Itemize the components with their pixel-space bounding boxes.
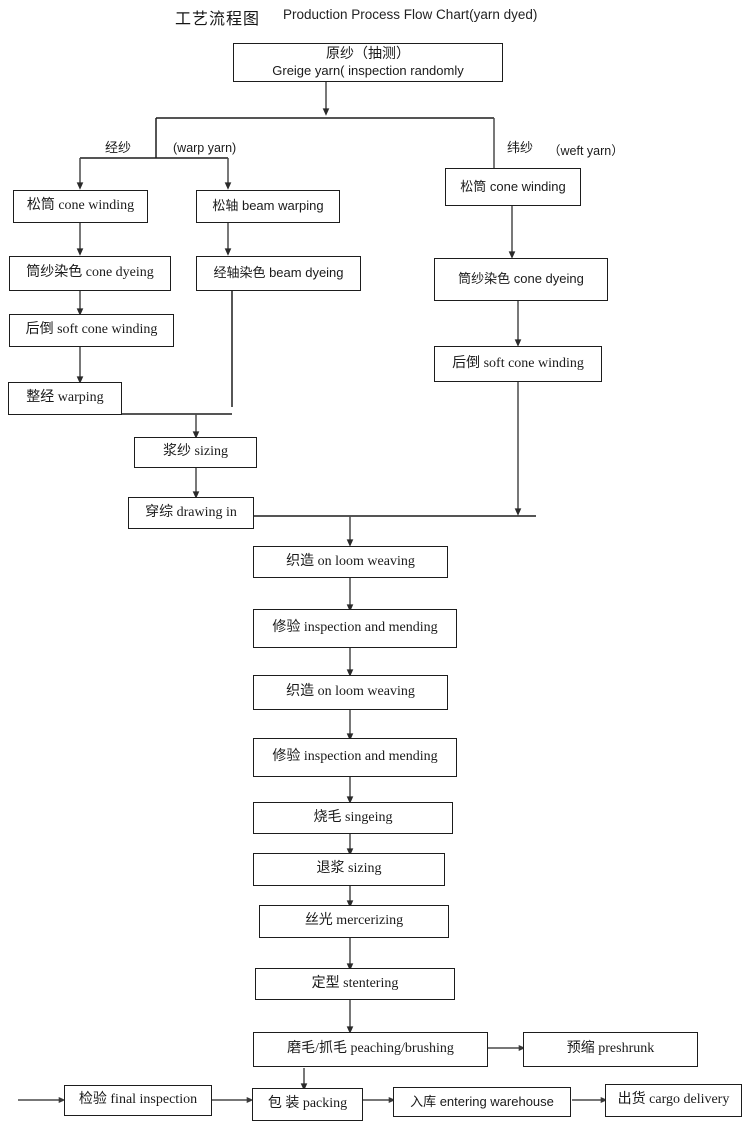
node-mercerizing[interactable]: 丝光 mercerizing (259, 905, 449, 938)
node-drawing-in[interactable]: 穿综 drawing in (128, 497, 254, 529)
node-singeing[interactable]: 烧毛 singeing (253, 802, 453, 834)
node-weaving-1[interactable]: 织造 on loom weaving (253, 546, 448, 578)
node-packing[interactable]: 包 装 packing (252, 1088, 363, 1121)
weft-yarn-label-en: （weft yarn） (548, 144, 624, 158)
node-greige-yarn-line1: 原纱（抽测） (326, 47, 410, 63)
node-mending-1[interactable]: 修验 inspection and mending (253, 609, 457, 648)
node-cargo-delivery[interactable]: 出货 cargo delivery (605, 1084, 742, 1117)
node-peaching-brushing[interactable]: 磨毛/抓毛 peaching/brushing (253, 1032, 488, 1067)
node-greige-yarn-line2: Greige yarn( inspection randomly (272, 63, 464, 79)
node-sizing-yarn[interactable]: 浆纱 sizing (134, 437, 257, 468)
node-final-inspection[interactable]: 检验 final inspection (64, 1085, 212, 1116)
node-soft-cone-winding-weft[interactable]: 后倒 soft cone winding (434, 346, 602, 382)
node-cone-dyeing-weft[interactable]: 筒纱染色 cone dyeing (434, 258, 608, 301)
node-cone-winding-weft[interactable]: 松筒 cone winding (445, 168, 581, 206)
node-cone-winding-warp[interactable]: 松筒 cone winding (13, 190, 148, 223)
node-beam-dyeing[interactable]: 经轴染色 beam dyeing (196, 256, 361, 291)
node-warping[interactable]: 整经 warping (8, 382, 122, 415)
node-desizing[interactable]: 退浆 sizing (253, 853, 445, 886)
node-preshrunk[interactable]: 预缩 preshrunk (523, 1032, 698, 1067)
node-mending-2[interactable]: 修验 inspection and mending (253, 738, 457, 777)
node-warehouse[interactable]: 入库 entering warehouse (393, 1087, 571, 1117)
weft-yarn-label-zh: 纬纱 (507, 140, 534, 155)
node-soft-cone-winding-warp[interactable]: 后倒 soft cone winding (9, 314, 174, 347)
node-greige-yarn[interactable]: 原纱（抽测） Greige yarn( inspection randomly (233, 43, 503, 82)
node-cone-dyeing-warp[interactable]: 筒纱染色 cone dyeing (9, 256, 171, 291)
warp-yarn-label-zh: 经纱 (105, 140, 132, 155)
chart-title-chinese: 工艺流程图 (175, 11, 261, 28)
chart-title-english: Production Process Flow Chart(yarn dyed) (283, 7, 538, 22)
node-beam-warping[interactable]: 松轴 beam warping (196, 190, 340, 223)
node-stentering[interactable]: 定型 stentering (255, 968, 455, 1000)
warp-yarn-label-en: (warp yarn) (173, 141, 237, 155)
node-weaving-2[interactable]: 织造 on loom weaving (253, 675, 448, 710)
